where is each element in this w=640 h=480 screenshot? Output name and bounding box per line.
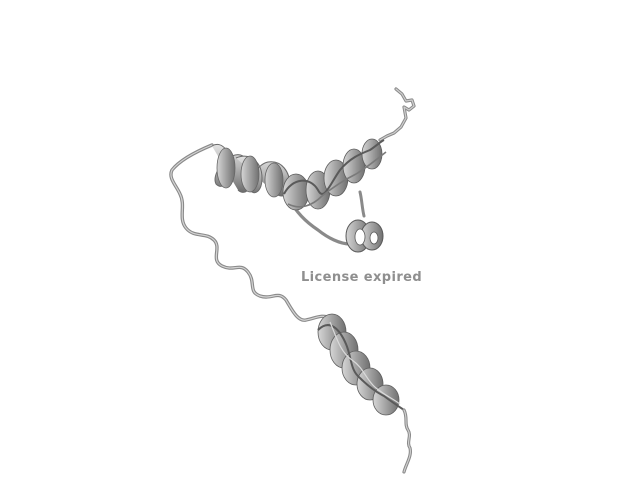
helix-upper-left: [211, 144, 291, 198]
helix-small-center: [345, 219, 384, 253]
coil-top-terminal: [378, 87, 416, 142]
helix-lower: [317, 313, 405, 416]
license-expired-watermark: License expired: [301, 270, 423, 285]
helix-upper-center: [282, 138, 387, 211]
